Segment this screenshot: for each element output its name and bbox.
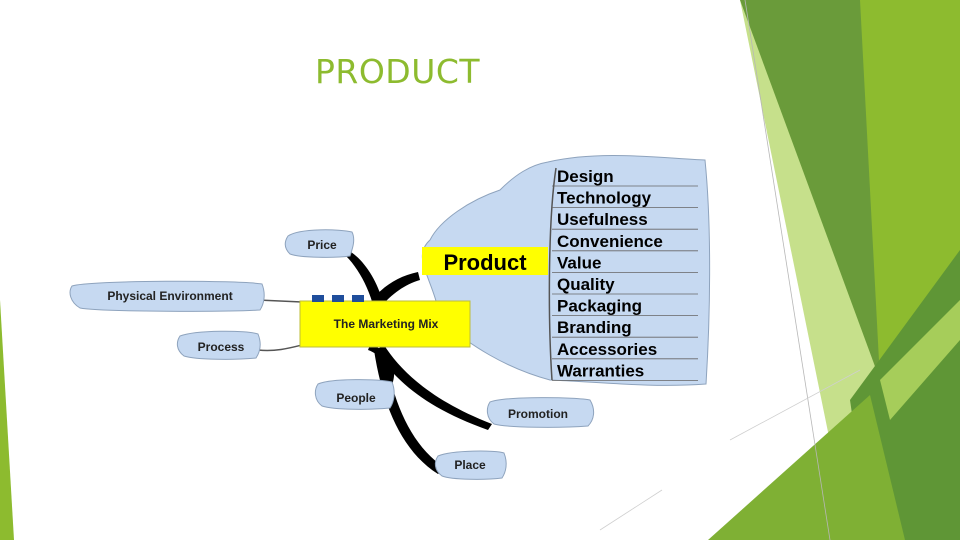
left-edge-strip [0,300,14,540]
price-bubble: Price [284,229,355,258]
price-label: Price [307,238,337,252]
place-label: Place [454,458,486,472]
product-attribute-label: Quality [557,275,615,294]
physical-environment-bubble: Physical Environment [69,280,265,312]
facet-mid-dark [740,0,880,380]
place-bubble: Place [434,450,507,480]
facet-thin-line-3 [599,489,663,531]
facet-thin-line [744,0,831,540]
process-label: Process [198,340,245,354]
product-attribute-label: Packaging [557,297,642,316]
branch-to-promotion [376,345,492,430]
facet-highlight [880,300,960,420]
branch-to-process [257,344,303,352]
product-attribute-label: Technology [557,189,652,208]
promotion-label: Promotion [508,407,568,421]
center-label: The Marketing Mix [334,317,439,331]
product-attribute-label: Branding [557,318,632,337]
product-label: Product [443,250,527,275]
promotion-cloud [486,397,595,428]
center-marker-3 [352,295,364,302]
people-cloud [314,379,395,410]
slide-title: PRODUCT [315,52,481,91]
people-label: People [336,391,376,405]
physical-environment-label: Physical Environment [107,289,232,303]
process-cloud [176,330,261,360]
product-attribute-label: Value [557,253,601,272]
center-marker-2 [332,295,344,302]
facet-lower-green [708,395,905,540]
branch-to-place [374,348,445,474]
center-marker-1 [312,295,324,302]
product-attribute-label: Convenience [557,232,663,251]
product-attribute-label: Accessories [557,340,657,359]
branch-to-physical-environment [257,299,303,303]
center-node [299,300,471,348]
process-bubble: Process [176,330,261,360]
facet-thin-line-2 [729,369,861,441]
product-attribute-label: Design [557,167,614,186]
place-cloud [434,450,507,480]
product-attribute-label: Warranties [557,361,644,380]
attribute-bracket [548,167,557,381]
product-attributes: DesignTechnologyUsefulnessConvenienceVal… [548,167,698,381]
physical-environment-cloud [69,280,265,312]
product-attribute-label: Usefulness [557,210,648,229]
price-cloud [284,229,355,258]
product-cloud [421,155,711,386]
product-node [422,247,548,275]
people-bubble: People [314,379,395,410]
promotion-bubble: Promotion [486,397,595,428]
